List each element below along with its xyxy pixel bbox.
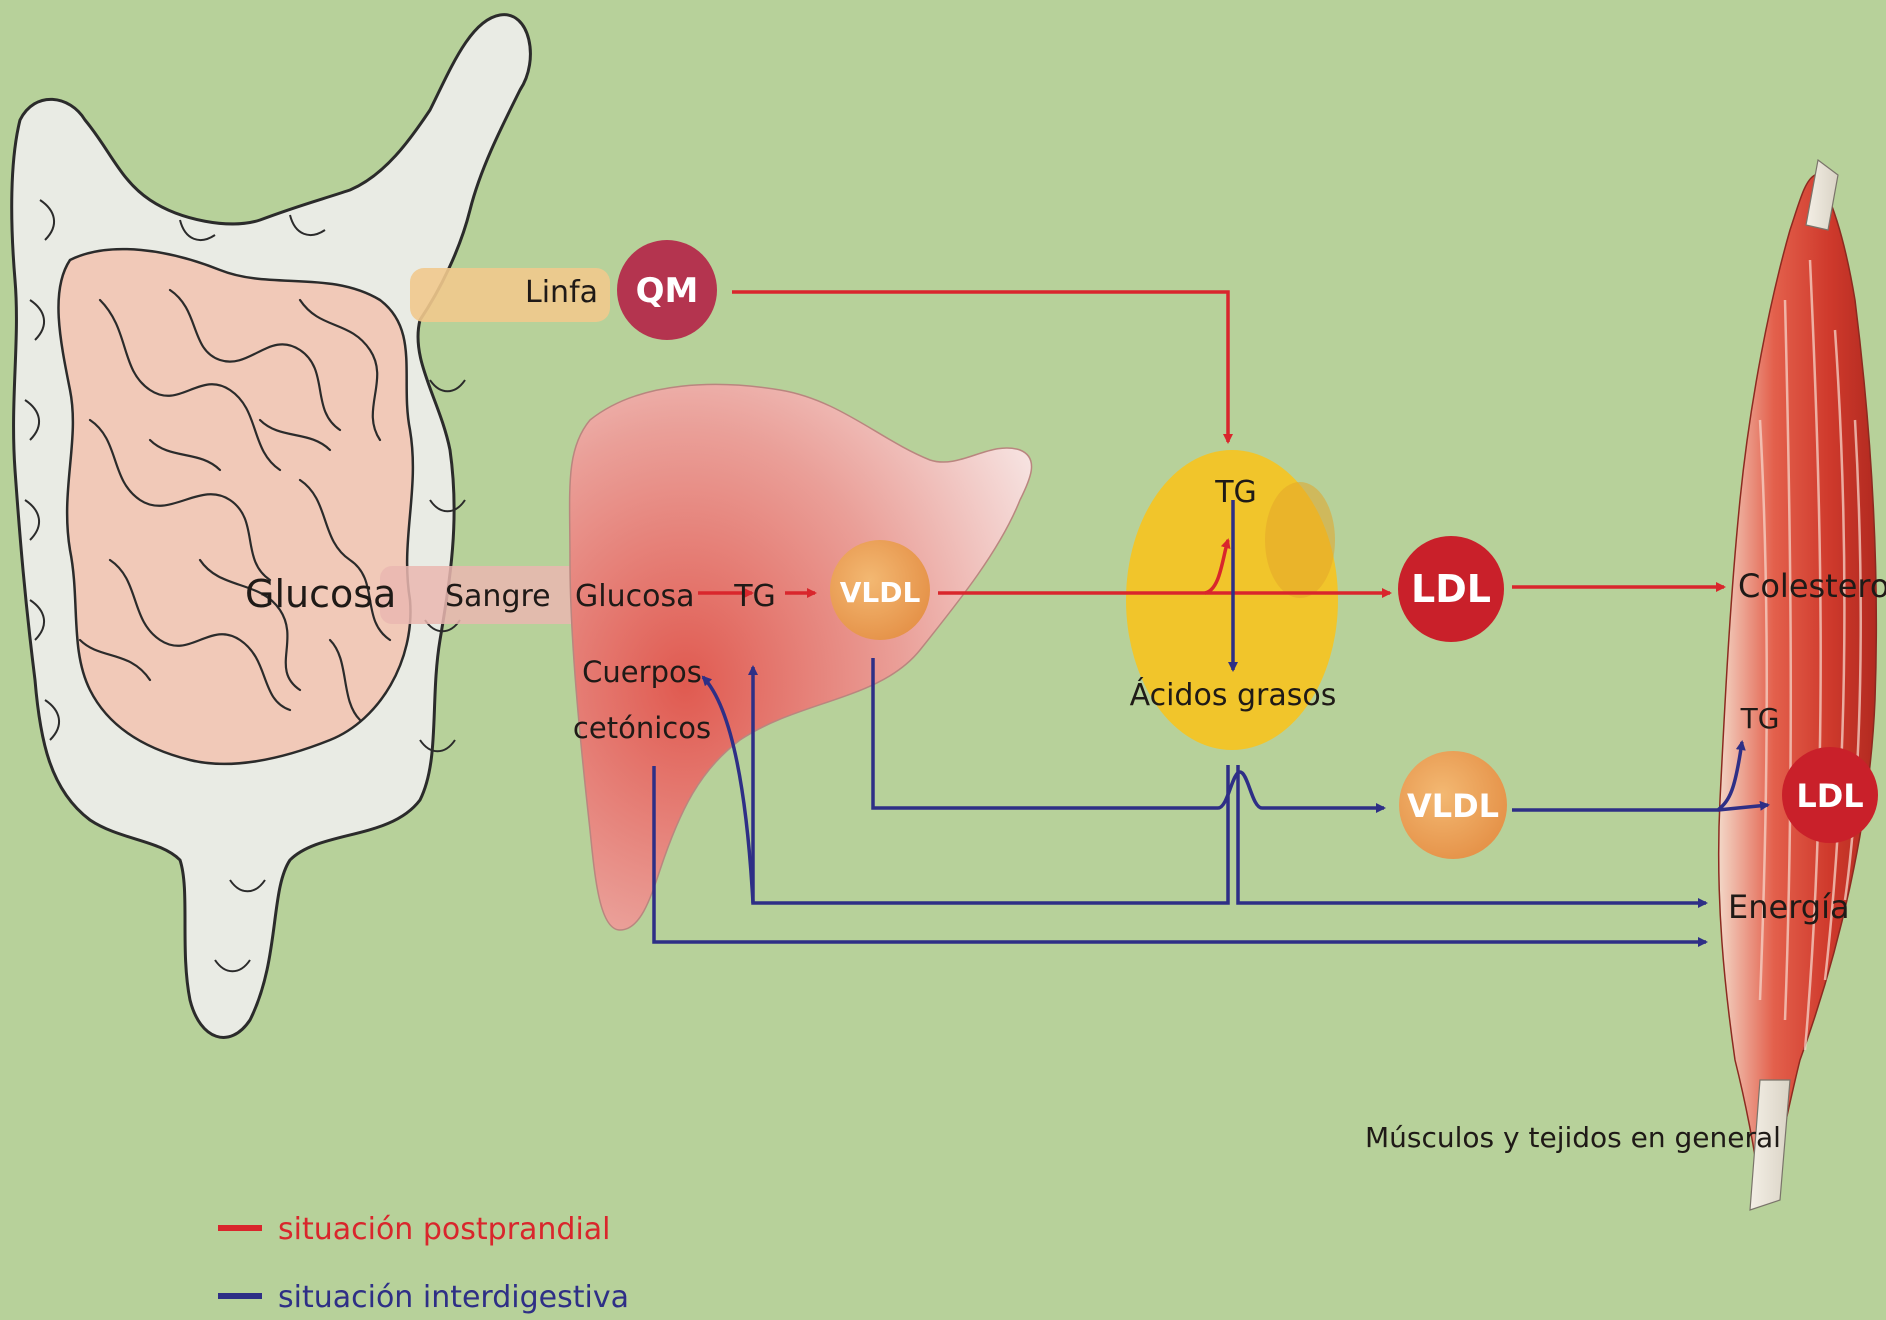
- muscle-illustration: [1719, 160, 1877, 1210]
- cholesterol-label: Colesterol: [1738, 567, 1886, 605]
- tg-liver-label: TG: [733, 579, 776, 614]
- legend-postprandial-label: situación postprandial: [278, 1212, 611, 1247]
- tg-adipose-label: TG: [1214, 475, 1257, 510]
- adipose-shade: [1265, 482, 1335, 598]
- vldl-lower-label: VLDL: [1407, 787, 1499, 825]
- glucose-intestine-label: Glucosa: [245, 572, 396, 616]
- lymph-label: Linfa: [525, 275, 598, 310]
- energy-label: Energía: [1728, 888, 1850, 926]
- ketone-bodies-label-2: cetónicos: [573, 711, 711, 745]
- vldl-liver-label: VLDL: [840, 576, 921, 609]
- legend: situación postprandial situación interdi…: [218, 1212, 629, 1315]
- glucose-liver-label: Glucosa: [575, 579, 694, 614]
- ldl-main-label: LDL: [1411, 567, 1491, 611]
- tg-muscle-label: TG: [1740, 702, 1780, 735]
- qm-label: QM: [636, 271, 699, 311]
- fatty-acids-label: Ácidos grasos: [1130, 677, 1337, 713]
- intestine-illustration: [12, 15, 531, 1038]
- muscles-label: Músculos y tejidos en general: [1365, 1121, 1781, 1154]
- ketone-bodies-label-1: Cuerpos: [582, 655, 702, 689]
- legend-interdigestive-label: situación interdigestiva: [278, 1280, 629, 1315]
- ldl-muscle-label: LDL: [1796, 777, 1863, 815]
- blood-label: Sangre: [445, 579, 551, 614]
